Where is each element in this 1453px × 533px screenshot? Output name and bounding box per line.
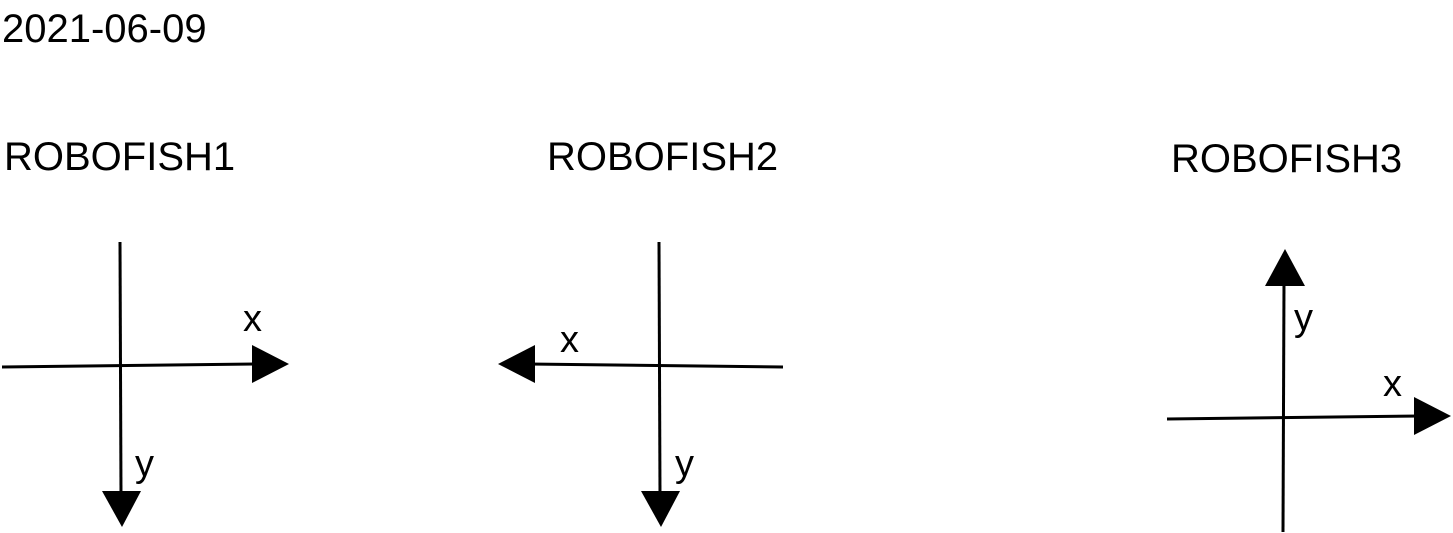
robofish2-frame: ROBOFISH2 x y [498, 135, 784, 527]
robofish1-x-arrow-head [252, 345, 289, 383]
robofish2-x-label: x [560, 319, 579, 361]
robofish3-x-label: x [1383, 363, 1402, 405]
robofish1-x-label: x [243, 298, 262, 340]
robofish1-y-label: y [135, 443, 154, 485]
robofish3-y-label: y [1294, 297, 1313, 339]
robofish1-title: ROBOFISH1 [4, 135, 235, 179]
robofish3-y-axis-line [1281, 281, 1286, 533]
robofish1-y-arrow-head [102, 491, 141, 527]
robofish1-frame: ROBOFISH1 x y [1, 135, 289, 527]
robofish3-frame: ROBOFISH3 x y [1166, 137, 1451, 533]
robofish2-x-arrow-head [498, 345, 535, 383]
date-label: 2021-06-09 [2, 7, 207, 51]
robofish3-x-axis-line [1166, 414, 1421, 421]
robofish2-x-axis-line [527, 362, 784, 369]
robofish2-title: ROBOFISH2 [547, 135, 778, 179]
robofish1-x-axis-line [1, 362, 259, 369]
robofish3-title: ROBOFISH3 [1171, 137, 1402, 181]
robofish3-x-arrow-head [1414, 397, 1451, 435]
robofish3-y-arrow-head [1265, 249, 1305, 286]
robofish2-y-axis-line [657, 241, 662, 498]
robofish1-y-axis-line [118, 241, 123, 498]
robofish2-y-arrow-head [641, 491, 680, 527]
robofish2-y-label: y [675, 443, 694, 485]
